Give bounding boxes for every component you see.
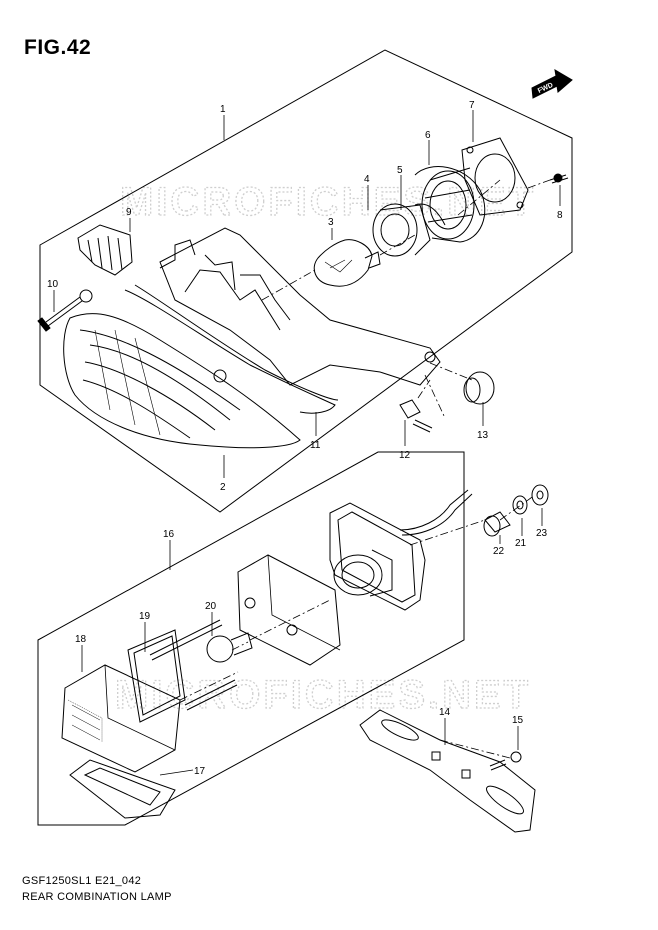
callout-labels: 1 2 3 4 5 6 7 8 9 10 11 12 13 14 15 16 1… xyxy=(47,100,563,777)
model-code: GSF1250SL1 E21_042 xyxy=(22,875,142,887)
bolts-part xyxy=(149,619,238,711)
watermark-top: MICROFICHES.NET xyxy=(120,180,536,224)
callout-2: 2 xyxy=(220,482,226,493)
spacer-part xyxy=(483,511,511,537)
nut-part xyxy=(531,484,549,506)
bulb-3-part xyxy=(313,239,381,287)
callout-16: 16 xyxy=(163,529,175,540)
watermark-bottom: MICROFICHES.NET xyxy=(115,673,531,717)
callout-21: 21 xyxy=(515,538,527,549)
callout-14: 14 xyxy=(439,707,451,718)
callout-7: 7 xyxy=(469,100,475,111)
callout-9: 9 xyxy=(126,207,132,218)
callout-18: 18 xyxy=(75,634,87,645)
gasket-19-part xyxy=(127,629,186,723)
bulb-20-part xyxy=(206,632,253,663)
gasket-part xyxy=(461,137,529,216)
callout-11: 11 xyxy=(310,440,321,451)
callout-15: 15 xyxy=(512,715,524,726)
callout-20: 20 xyxy=(205,601,217,612)
callout-8: 8 xyxy=(557,210,563,221)
clip-part xyxy=(77,224,133,276)
lens-part xyxy=(63,313,301,449)
washer-part xyxy=(512,495,528,515)
fwd-arrow-icon: FWD xyxy=(531,69,573,99)
leader-lines xyxy=(53,110,561,776)
grommet-part xyxy=(463,371,495,405)
license-bracket-part xyxy=(359,709,536,833)
callout-22: 22 xyxy=(493,546,505,557)
screw-8-part xyxy=(549,173,569,184)
assembly-lines-lower xyxy=(179,494,536,759)
lamp-base-part xyxy=(329,502,426,611)
callout-12: 12 xyxy=(399,450,411,461)
callout-23: 23 xyxy=(536,528,548,539)
callout-19: 19 xyxy=(139,611,151,622)
screw-12-part xyxy=(399,399,433,433)
upper-group-outline xyxy=(39,49,573,513)
callout-4: 4 xyxy=(364,174,370,185)
assembly-lines-upper xyxy=(261,179,551,419)
callout-5: 5 xyxy=(397,165,403,176)
lamp-housing-part xyxy=(124,227,441,414)
callout-1: 1 xyxy=(220,104,226,115)
callout-13: 13 xyxy=(477,430,489,441)
screw-10-part xyxy=(37,289,93,332)
lower-group-outline xyxy=(37,451,465,826)
figure-title: FIG.42 xyxy=(24,36,92,59)
license-lens-part xyxy=(69,759,176,819)
callout-10: 10 xyxy=(47,279,59,290)
lamp-body-part xyxy=(237,554,341,666)
diagram-caption: REAR COMBINATION LAMP xyxy=(22,891,172,903)
housing-cover-part xyxy=(414,166,486,243)
callout-3: 3 xyxy=(328,217,334,228)
callout-6: 6 xyxy=(425,130,431,141)
screw-15-part xyxy=(489,751,522,771)
callout-17: 17 xyxy=(194,766,206,777)
lamp-housing-18-part xyxy=(61,664,181,773)
